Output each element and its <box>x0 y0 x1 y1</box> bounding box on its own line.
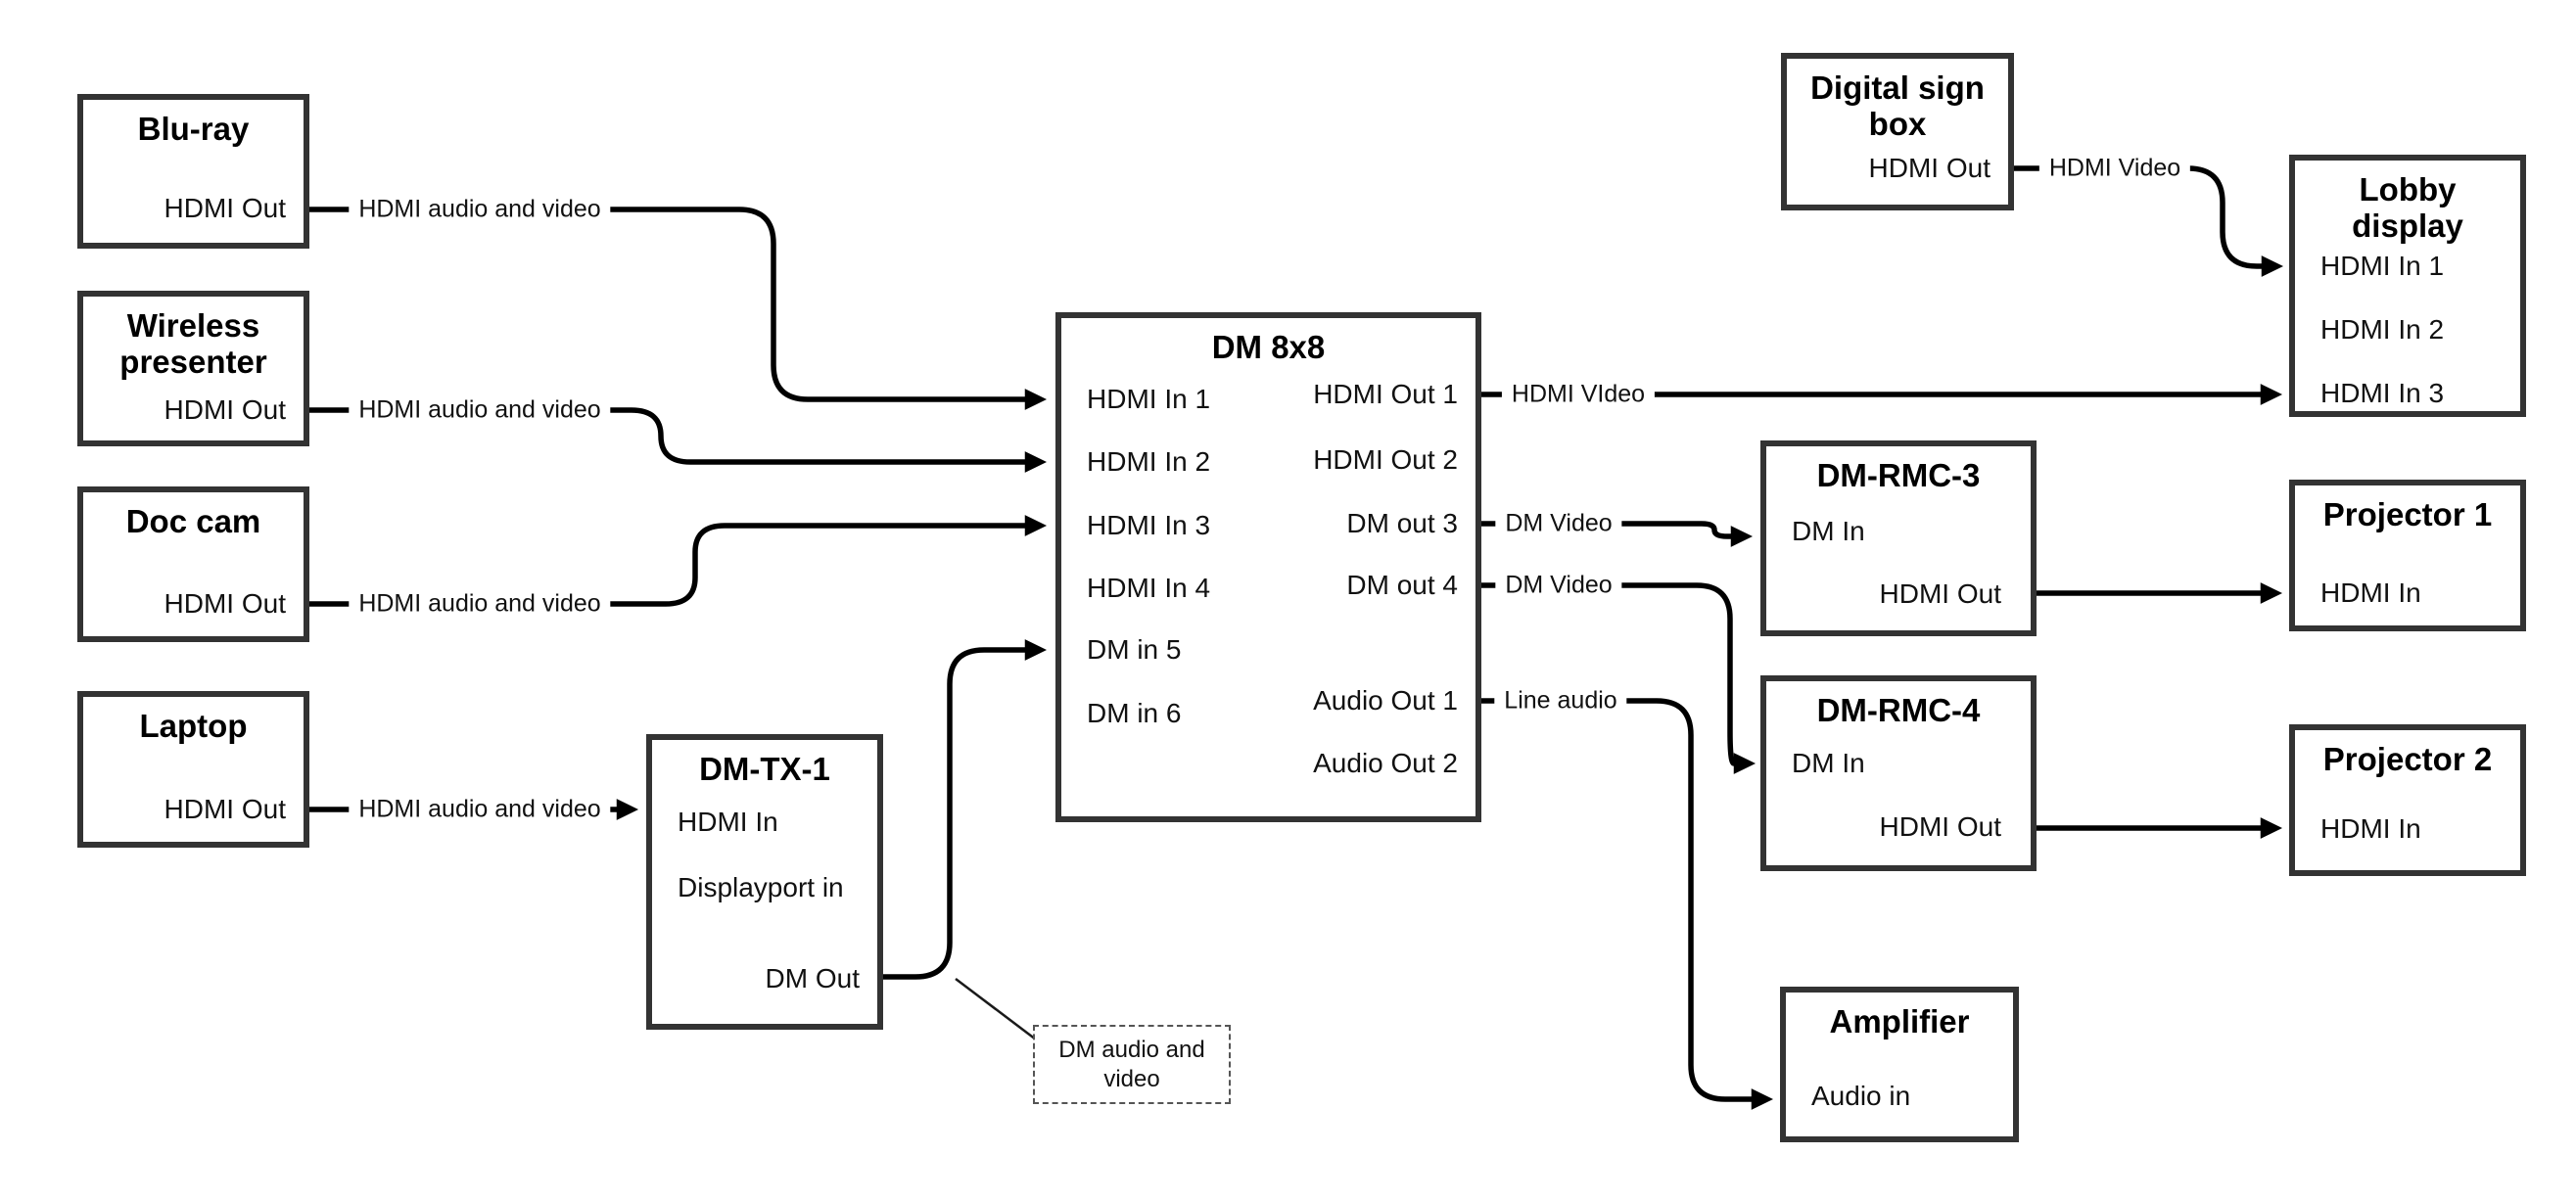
port-dmtx1-dm-out: DM Out <box>765 963 860 993</box>
port-rmc3-hdmi-out: HDMI Out <box>1879 578 2001 609</box>
wire-label-dm-video-3: DM Video <box>1495 508 1622 539</box>
wire-dm8x8-out4-to-rmc4-dmin <box>1478 582 1756 774</box>
node-proj2-title: Projector 2 <box>2322 741 2493 777</box>
port-dm8x8-dm-out-3: DM out 3 <box>1346 508 1458 538</box>
port-dm8x8-audio-out-2: Audio Out 2 <box>1313 748 1458 778</box>
port-dmtx1-hdmi-in: HDMI In <box>678 807 778 837</box>
port-dm8x8-hdmi-out-1: HDMI Out 1 <box>1313 379 1458 409</box>
node-amp-title: Amplifier <box>1829 1003 1970 1039</box>
wire-label-doccam: HDMI audio and video <box>349 588 611 620</box>
port-dm8x8-hdmi-in-4: HDMI In 4 <box>1087 573 1211 603</box>
node-bluray-title: Blu-ray <box>137 111 250 147</box>
port-rmc4-hdmi-out: HDMI Out <box>1879 811 2001 842</box>
wire-label-hdmi-video-long: HDMI VIdeo <box>1501 379 1656 410</box>
port-dm8x8-dm-out-4: DM out 4 <box>1346 570 1458 600</box>
annotation-line2: video <box>1103 1066 1160 1092</box>
port-laptop-hdmi-out: HDMI Out <box>164 794 286 824</box>
port-dm8x8-hdmi-in-2: HDMI In 2 <box>1087 446 1211 477</box>
port-dm8x8-audio-out-1: Audio Out 1 <box>1313 685 1458 716</box>
port-proj2-hdmi-in: HDMI In <box>2320 813 2421 844</box>
port-amp-audio-in: Audio in <box>1811 1081 1911 1111</box>
node-dm-8x8: DM 8x8 HDMI In 1 HDMI In 2 HDMI In 3 HDM… <box>1055 312 1481 822</box>
port-proj1-hdmi-in: HDMI In <box>2320 577 2421 608</box>
node-bluray: Blu-ray HDMI Out <box>77 94 309 249</box>
node-dm8x8-title: DM 8x8 <box>1211 329 1326 365</box>
node-laptop-title: Laptop <box>139 708 248 744</box>
wire-dmtx1-dmout-to-dm8x8-in5 <box>880 639 1048 980</box>
wire-label-hdmi-video-sign: HDMI Video <box>2038 153 2191 184</box>
port-rmc3-dm-in: DM In <box>1792 516 1865 546</box>
wire-bluray-to-dm8x8-in1 <box>306 207 1048 410</box>
wire-label-bluray: HDMI audio and video <box>349 194 611 225</box>
port-lobby-hdmi-in-3: HDMI In 3 <box>2320 378 2445 408</box>
node-sign-title-line1: Digital sign <box>1810 69 1985 106</box>
port-dm8x8-dm-in-5: DM in 5 <box>1087 634 1182 665</box>
node-sign-title-line2: box <box>1868 106 1927 142</box>
annotation-dm-audio-video: DM audio and video <box>1033 1025 1231 1104</box>
node-laptop: Laptop HDMI Out <box>77 691 309 848</box>
node-lobby-display: Lobby display HDMI In 1 HDMI In 2 HDMI I… <box>2289 155 2526 417</box>
node-projector-2: Projector 2 HDMI In <box>2289 724 2526 876</box>
port-sign-hdmi-out: HDMI Out <box>1868 153 1991 183</box>
port-dm8x8-dm-in-6: DM in 6 <box>1087 698 1182 728</box>
node-wireless-title-line1: Wireless <box>126 307 260 344</box>
node-proj1-title: Projector 1 <box>2322 496 2493 532</box>
node-wireless-presenter: Wireless presenter HDMI Out <box>77 291 309 446</box>
node-wireless-title-line2: presenter <box>119 344 267 380</box>
node-lobby-title-line2: display <box>2352 208 2463 244</box>
port-dm8x8-hdmi-out-2: HDMI Out 2 <box>1313 444 1458 475</box>
port-lobby-hdmi-in-1: HDMI In 1 <box>2320 251 2445 281</box>
node-lobby-title-line1: Lobby <box>2359 171 2457 208</box>
wire-label-line-audio: Line audio <box>1494 685 1627 716</box>
node-doc-cam: Doc cam HDMI Out <box>77 486 309 642</box>
node-projector-1: Projector 1 HDMI In <box>2289 480 2526 631</box>
annotation-leader-line <box>955 978 1037 1040</box>
port-dmtx1-displayport-in: Displayport in <box>678 872 844 902</box>
wire-label-dm-video-4: DM Video <box>1495 570 1622 601</box>
wire-dm8x8-audio1-to-amp <box>1478 698 1774 1110</box>
node-dm-rmc-4: DM-RMC-4 DM In HDMI Out <box>1760 675 2037 871</box>
port-lobby-hdmi-in-2: HDMI In 2 <box>2320 314 2445 345</box>
node-rmc4-title: DM-RMC-4 <box>1816 692 1981 728</box>
port-dm8x8-hdmi-in-1: HDMI In 1 <box>1087 384 1211 414</box>
port-dm8x8-hdmi-in-3: HDMI In 3 <box>1087 510 1211 540</box>
wire-wireless-to-dm8x8-in2 <box>306 407 1048 473</box>
wire-label-laptop: HDMI audio and video <box>349 794 611 825</box>
node-dmtx1-title: DM-TX-1 <box>699 751 830 787</box>
wire-dm8x8-out3-to-rmc3-dmin <box>1478 521 1754 547</box>
annotation-line1: DM audio and <box>1058 1037 1205 1063</box>
node-dm-rmc-3: DM-RMC-3 DM In HDMI Out <box>1760 440 2037 636</box>
port-doccam-hdmi-out: HDMI Out <box>164 588 286 619</box>
wire-sign-to-lobby-in1 <box>2011 165 2284 277</box>
node-digital-sign-box: Digital sign box HDMI Out <box>1781 53 2014 210</box>
wire-label-wireless: HDMI audio and video <box>349 394 611 426</box>
wire-doccam-to-dm8x8-in3 <box>306 515 1048 607</box>
port-wireless-hdmi-out: HDMI Out <box>164 394 286 425</box>
node-doccam-title: Doc cam <box>125 503 261 539</box>
node-amplifier: Amplifier Audio in <box>1780 987 2019 1142</box>
port-rmc4-dm-in: DM In <box>1792 748 1865 778</box>
node-rmc3-title: DM-RMC-3 <box>1816 457 1981 493</box>
port-bluray-hdmi-out: HDMI Out <box>164 193 286 223</box>
node-dm-tx-1: DM-TX-1 HDMI In Displayport in DM Out <box>646 734 883 1030</box>
